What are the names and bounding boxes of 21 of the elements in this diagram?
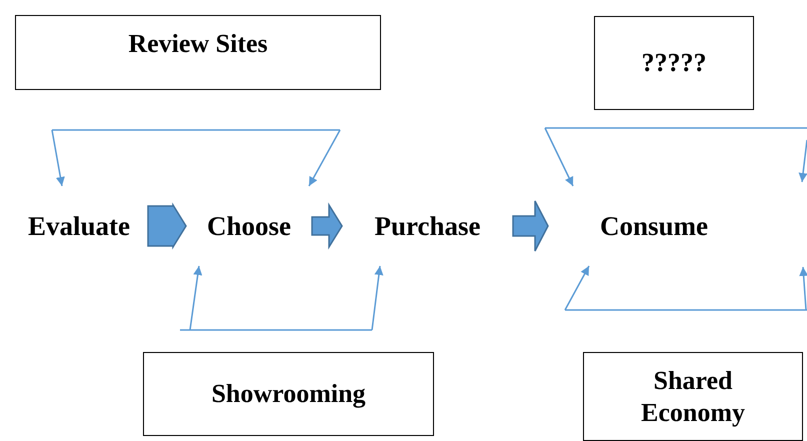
stage-label: Purchase <box>374 210 480 242</box>
text-box <box>15 15 381 90</box>
block-arrow <box>311 202 343 250</box>
stage-label: Choose <box>206 210 291 242</box>
box-label: ????? <box>642 47 706 79</box>
block-arrow <box>147 202 187 250</box>
box-label: Review Sites <box>128 28 268 60</box>
arrow <box>544 128 574 186</box>
text-box <box>583 352 803 441</box>
arrow <box>371 266 384 330</box>
box-label: Showrooming <box>211 378 366 410</box>
arrow <box>308 130 341 186</box>
box-label: Shared Economy <box>640 365 746 428</box>
stage-label: Evaluate <box>28 210 130 242</box>
text-box <box>594 16 754 110</box>
text-box <box>143 352 434 436</box>
stage-label: Consume <box>600 210 708 242</box>
arrow <box>189 266 202 330</box>
arrow <box>51 130 65 186</box>
block-arrow <box>512 200 549 252</box>
arrow <box>564 266 590 310</box>
